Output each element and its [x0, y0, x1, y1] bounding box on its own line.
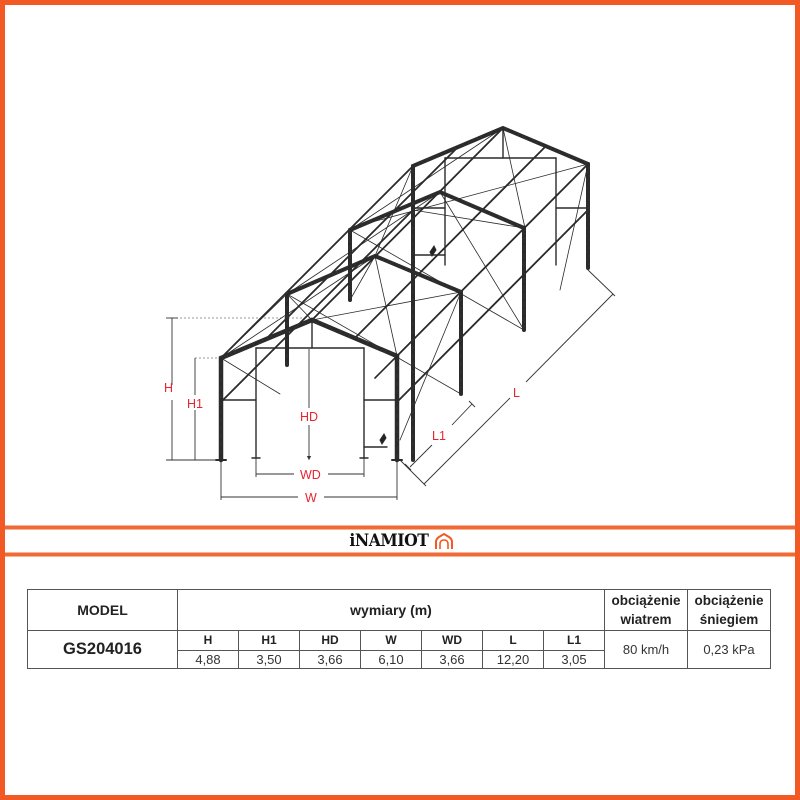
val-L1: 3,05 [543, 649, 605, 669]
col-HD: HD [299, 630, 361, 651]
snow-header-line1: obciążenie [694, 593, 764, 608]
label-HD: HD [300, 410, 318, 424]
frame-front [215, 317, 403, 463]
brand-name: iNAMIOT [348, 531, 429, 551]
wind-header-line1: obciążenie [611, 593, 681, 608]
separator-bottom [5, 552, 795, 557]
val-H: 4,88 [177, 649, 239, 669]
header-dimensions: wymiary (m) [177, 589, 605, 631]
door-handle-front [379, 433, 387, 445]
header-model: MODEL [27, 589, 178, 631]
separator-top [5, 525, 795, 530]
tent-frame-diagram: H H1 HD WD W L1 L [164, 125, 616, 505]
label-W: W [305, 491, 317, 505]
longitudinal-purlins [220, 127, 589, 403]
label-L1: L1 [432, 429, 446, 443]
val-HD: 3,66 [299, 649, 361, 669]
header-wind-load: obciążenie wiatrem [604, 589, 688, 631]
snow-load-value: 0,23 kPa [687, 630, 771, 669]
col-W: W [360, 630, 422, 651]
col-L: L [482, 630, 544, 651]
snow-header-line2: śniegiem [699, 612, 759, 627]
brand-logo: iNAMIOT [0, 530, 800, 552]
wind-header-line2: wiatrem [620, 612, 672, 627]
model-value: GS204016 [27, 630, 178, 669]
dimension-lines [166, 269, 616, 500]
roof-bracing [220, 127, 504, 359]
label-L: L [513, 386, 520, 400]
col-H1: H1 [238, 630, 300, 651]
val-WD: 3,66 [421, 649, 483, 669]
col-WD: WD [421, 630, 483, 651]
frame-back [349, 125, 590, 462]
header-snow-load: obciążenie śniegiem [687, 589, 771, 631]
wind-load-value: 80 km/h [604, 630, 688, 669]
spec-table: MODEL wymiary (m) obciążenie wiatrem obc… [27, 589, 771, 669]
frame-structure [215, 125, 590, 463]
val-W: 6,10 [360, 649, 422, 669]
tent-arch-icon [435, 532, 454, 549]
label-H: H [164, 381, 173, 395]
label-WD: WD [300, 468, 321, 482]
val-H1: 3,50 [238, 649, 300, 669]
dimension-labels: H H1 HD WD W L1 L [164, 381, 520, 505]
col-L1: L1 [543, 630, 605, 651]
label-H1: H1 [187, 397, 203, 411]
door-handle-back [429, 245, 437, 257]
col-H: H [177, 630, 239, 651]
val-L: 12,20 [482, 649, 544, 669]
